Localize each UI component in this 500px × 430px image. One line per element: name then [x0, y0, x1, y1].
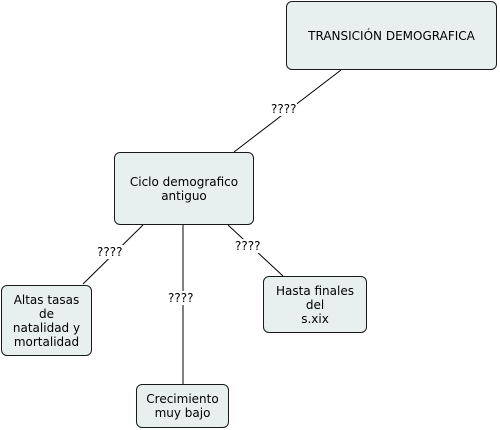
link-label-transicion-ciclo[interactable]: ???? [270, 102, 298, 116]
node-hasta-finales-del-sxix[interactable]: Hasta finales del s.xix [263, 276, 367, 333]
link-label-ciclo-crecimiento[interactable]: ???? [167, 291, 195, 305]
node-crecimiento-muy-bajo[interactable]: Crecimiento muy bajo [136, 384, 229, 428]
node-transicion-demografica[interactable]: TRANSICIÓN DEMOGRAFICA [286, 1, 497, 70]
link-label-ciclo-altas[interactable]: ???? [96, 245, 124, 259]
link-label-ciclo-hasta[interactable]: ???? [234, 239, 262, 253]
node-ciclo-demografico-antiguo[interactable]: Ciclo demografico antiguo [114, 152, 254, 225]
node-altas-tasas[interactable]: Altas tasas de natalidad y mortalidad [1, 285, 92, 356]
